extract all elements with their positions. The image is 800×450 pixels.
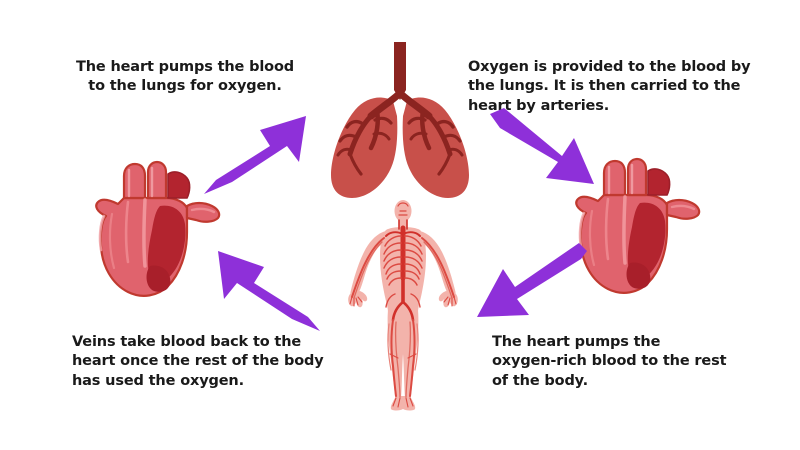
arrow-body-to-heart — [208, 243, 326, 339]
caption-lungs-to-heart: Oxygen is provided to the blood by the l… — [468, 59, 751, 114]
arrow-heart-to-body — [473, 243, 591, 339]
heart-illustration-left — [88, 158, 228, 302]
human-body-illustration — [348, 198, 458, 420]
caption-heart-to-body: The heart pumps the oxygen-rich blood to… — [492, 334, 727, 389]
lungs-illustration — [305, 38, 495, 207]
caption-heart-to-lungs: The heart pumps the blood to the lungs f… — [75, 59, 295, 95]
caption-veins-return: Veins take blood back to the heart once … — [72, 334, 324, 389]
arrow-lungs-to-heart — [488, 108, 606, 204]
arrow-heart-to-lungs — [198, 108, 316, 204]
heart-illustration-right — [568, 155, 708, 299]
